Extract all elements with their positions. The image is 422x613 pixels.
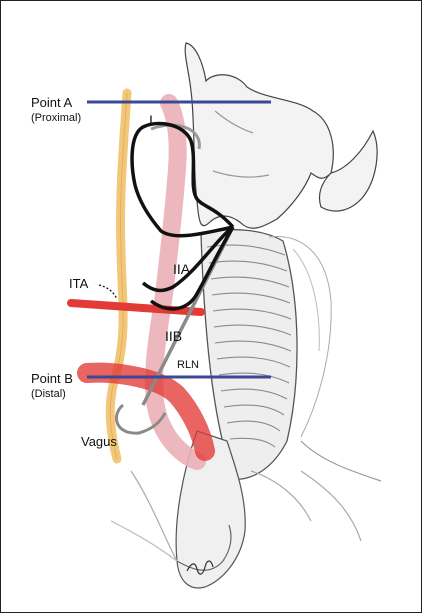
branch-iib-label: IIB xyxy=(165,328,182,344)
point-a-sub-label: (Proximal) xyxy=(31,112,81,124)
point-b-sub-label: (Distal) xyxy=(31,388,66,400)
ita-label: ITA xyxy=(69,276,89,291)
ita-leader xyxy=(99,285,117,299)
point-a-label: Point A xyxy=(31,95,73,110)
larynx-drawing xyxy=(185,43,377,228)
branch-i-label: I xyxy=(149,112,153,128)
point-b-label: Point B xyxy=(31,371,73,386)
vagus-nerve-band xyxy=(110,93,127,459)
vagus-label: Vagus xyxy=(81,434,117,449)
rln-label: RLN xyxy=(177,359,199,371)
branch-iia-label: IIA xyxy=(173,261,191,277)
